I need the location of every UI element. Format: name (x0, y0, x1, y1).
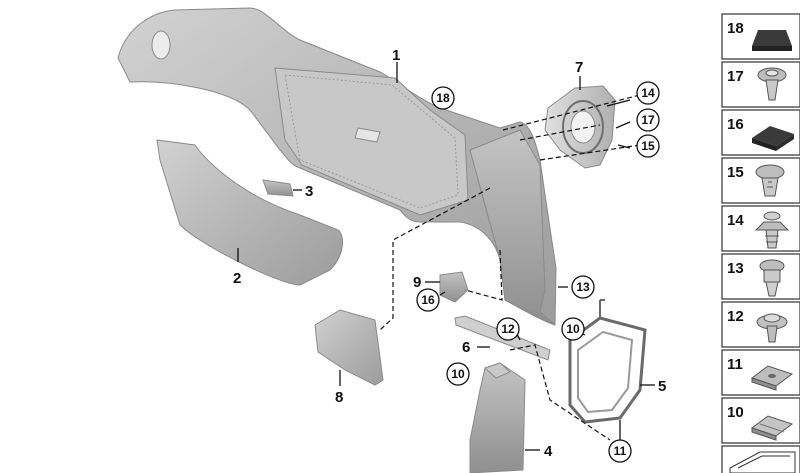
callout-7: 7 (575, 59, 583, 76)
legend-row-14: 14 (721, 205, 800, 252)
part-8-corner-cover (314, 309, 384, 386)
part-4-pillar-trim (469, 362, 526, 473)
expanding-rivet-icon (755, 164, 785, 197)
callout-1: 1 (392, 47, 400, 64)
push-rivet-icon (757, 67, 787, 101)
legend-row-16: 16 (721, 109, 800, 156)
arrow-icon (729, 451, 796, 473)
part-2-lower-trim-strip (156, 139, 343, 286)
callout-17: 17 (641, 113, 655, 127)
callout-2: 2 (233, 270, 241, 287)
svg-text:14: 14 (727, 212, 744, 229)
legend-row-15: 15 (721, 157, 800, 204)
callout-16: 16 (421, 293, 435, 307)
callout-4: 4 (544, 443, 553, 460)
callout-3: 3 (305, 183, 313, 200)
svg-text:10: 10 (727, 404, 744, 421)
legend-row-10: 10 (721, 397, 800, 444)
svg-text:16: 16 (727, 116, 744, 133)
part-7-speaker-bracket (544, 85, 616, 169)
svg-text:18: 18 (727, 20, 744, 37)
part-3-small-cover (262, 179, 294, 197)
callout-14: 14 (641, 86, 655, 100)
callout-13: 13 (576, 280, 590, 294)
legend-row-13: 13 (721, 253, 800, 300)
legend-row-18: 18 (721, 13, 800, 60)
legend-row-12: 12 (721, 301, 800, 348)
foam-pad-icon (752, 126, 794, 151)
svg-text:15: 15 (727, 164, 744, 181)
callout-8: 8 (335, 389, 343, 406)
screw-washer-icon (756, 313, 788, 343)
callout-labels: 1 2 3 4 5 6 7 8 9 (233, 47, 666, 460)
legend-row-17: 17 (721, 61, 800, 108)
callout-18: 18 (436, 91, 450, 105)
callout-10-upper: 10 (566, 322, 580, 336)
callout-9: 9 (413, 274, 421, 291)
callout-10-lower: 10 (451, 367, 465, 381)
svg-text:17: 17 (727, 68, 744, 85)
part-5-metal-frame (568, 299, 647, 424)
svg-text:11: 11 (727, 356, 743, 373)
callout-5: 5 (658, 378, 666, 395)
svg-text:12: 12 (727, 308, 744, 325)
callout-15: 15 (641, 139, 655, 153)
circled-callouts: 18 14 17 15 13 16 12 10 10 11 (416, 81, 660, 463)
callout-6: 6 (462, 339, 470, 356)
part-9-speaker-cone (439, 271, 469, 303)
part-1-side-trim-panel (117, 7, 557, 326)
foam-pad-icon (752, 30, 792, 51)
spring-nut-icon (750, 415, 794, 441)
legend: 18 17 16 (721, 13, 800, 473)
spreader-clip-icon (759, 259, 785, 297)
callout-11: 11 (614, 444, 627, 458)
legend-row-11: 11 (721, 349, 800, 396)
callout-12: 12 (501, 322, 515, 336)
fir-tree-clip-icon (754, 211, 790, 249)
svg-text:13: 13 (727, 260, 744, 277)
legend-row-arrow (721, 445, 800, 473)
clip-nut-icon (750, 365, 794, 391)
